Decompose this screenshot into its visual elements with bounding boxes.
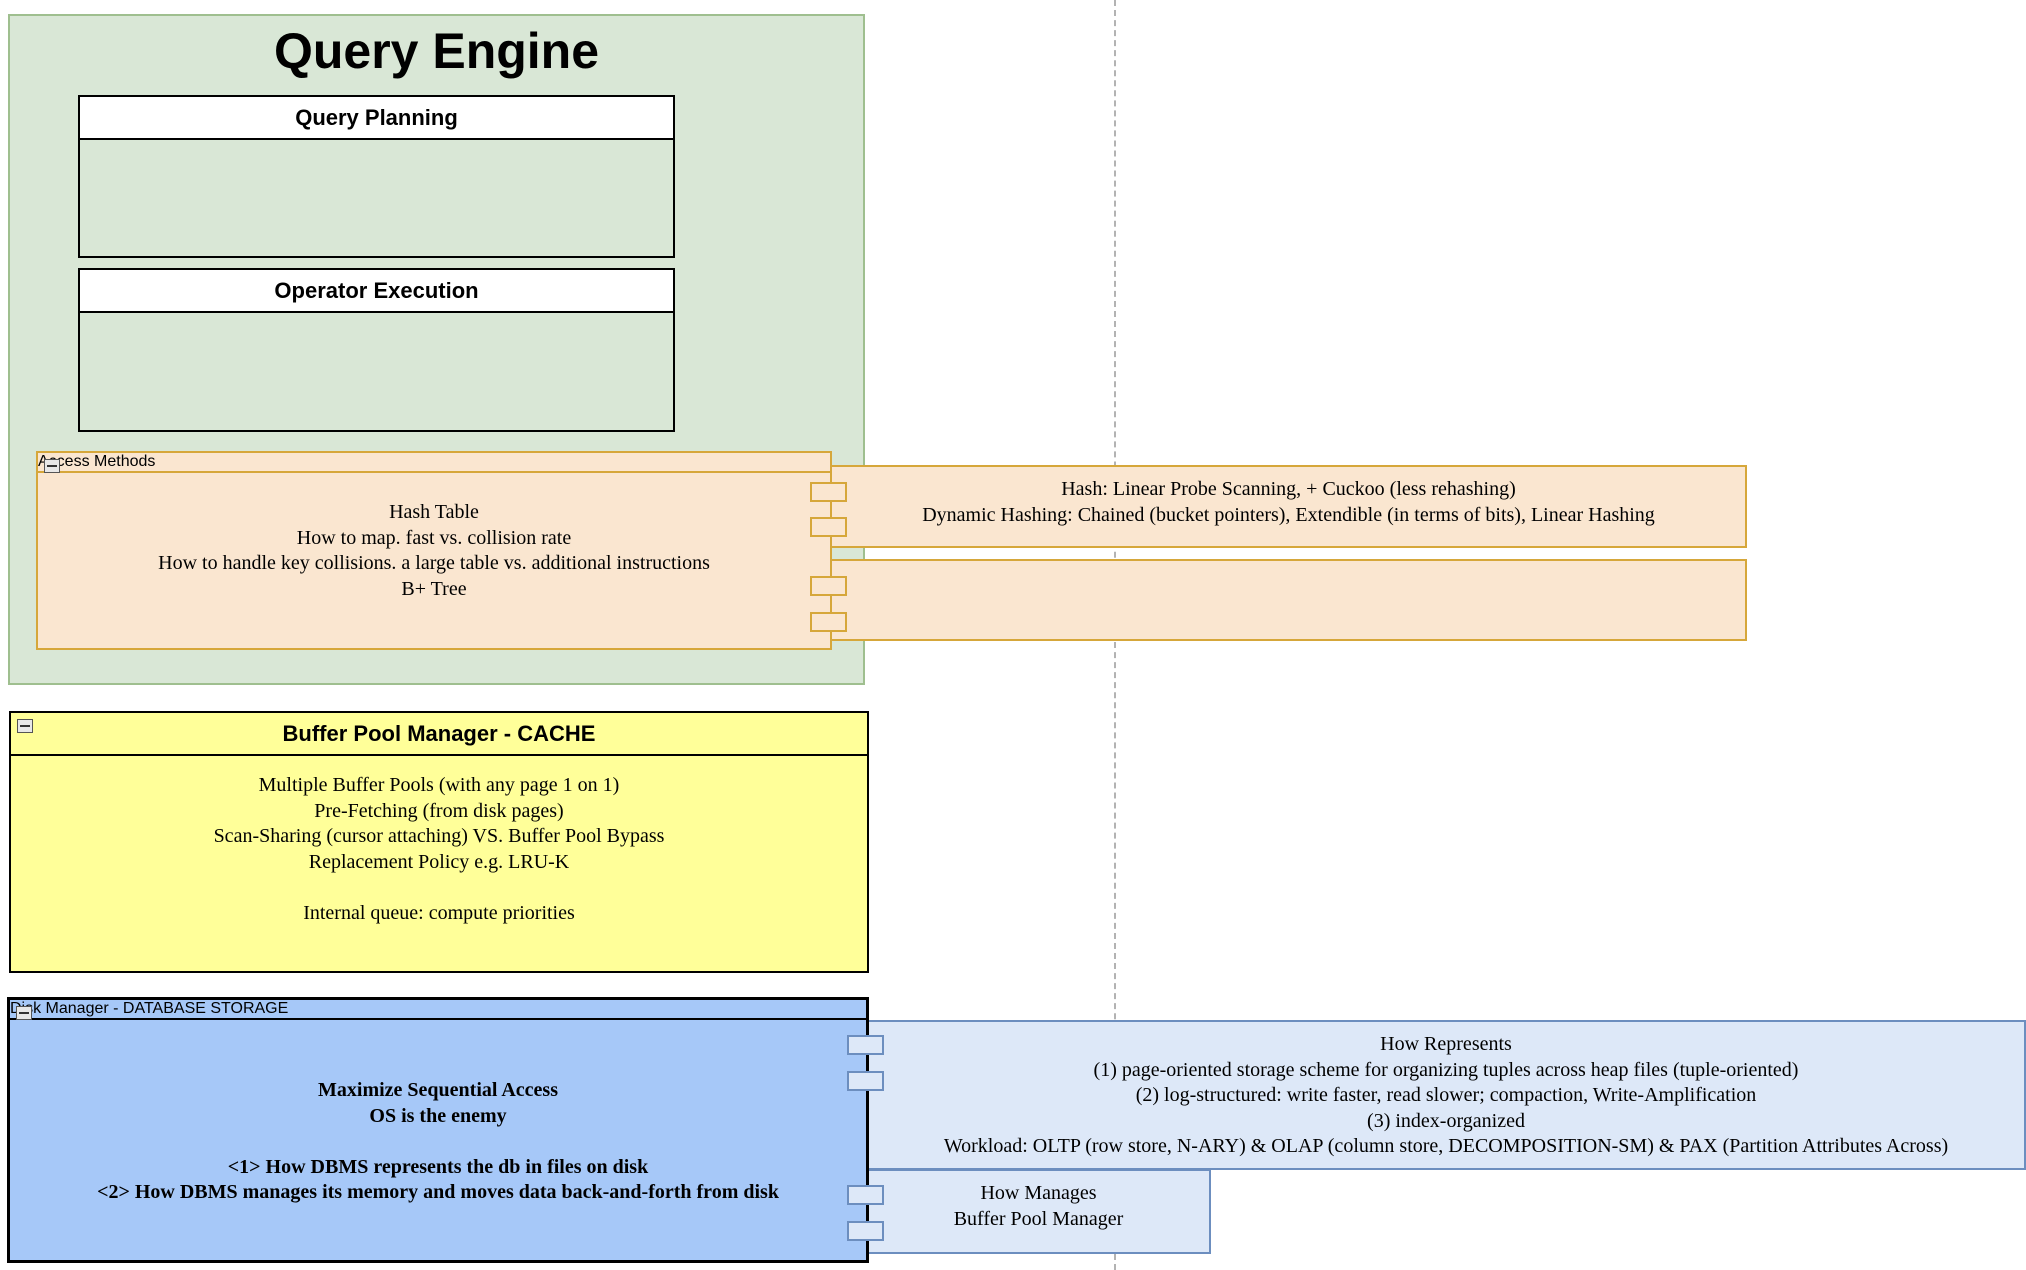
hashing-note-line: Dynamic Hashing: Chained (bucket pointer… [922,503,1655,526]
access-methods-line: How to map. fast vs. collision rate [296,526,572,549]
how-represents-line: (3) index-organized [1367,1109,1525,1132]
buffer-pool-line [11,875,867,901]
buffer-pool-line: Internal queue: compute priorities [303,901,575,924]
disk-manager-title: Disk Manager - DATABASE STORAGE [10,1000,866,1020]
access-methods-line: Hash Table [389,501,479,523]
component-port [810,517,847,537]
buffer-pool-title: Buffer Pool Manager - CACHE [11,713,867,756]
component-port [847,1035,884,1055]
collapse-icon[interactable] [17,719,33,733]
disk-manager-box[interactable]: Disk Manager - DATABASE STORAGE Maximize… [7,997,869,1263]
component-port [847,1221,884,1241]
disk-manager-line [10,1129,866,1155]
buffer-pool-line: Replacement Policy e.g. LRU-K [308,850,570,873]
how-manages-box[interactable]: How Manages Buffer Pool Manager [866,1169,1211,1254]
disk-manager-line: OS is the enemy [369,1104,507,1127]
component-port [810,576,847,596]
query-planning-box[interactable]: Query Planning [78,95,675,258]
component-port [847,1071,884,1091]
how-manages-line: Buffer Pool Manager [953,1207,1124,1230]
how-manages-line: How Manages [980,1182,1097,1204]
operator-execution-title: Operator Execution [80,270,673,313]
hashing-note-line: Hash: Linear Probe Scanning, + Cuckoo (l… [1061,478,1516,500]
collapse-icon[interactable] [16,1006,32,1020]
how-represents-line: Workload: OLTP (row store, N-ARY) & OLAP… [943,1135,1949,1157]
access-methods-line: B+ Tree [401,577,467,600]
how-represents-line: (2) log-structured: write faster, read s… [1135,1084,1757,1106]
buffer-pool-manager-box[interactable]: Buffer Pool Manager - CACHE Multiple Buf… [9,711,869,973]
component-port [810,612,847,632]
access-methods-box[interactable]: Access Methods Hash Table How to map. fa… [36,451,832,650]
how-represents-line: (1) page-oriented storage scheme for org… [1093,1058,1799,1081]
hashing-note-box[interactable]: Hash: Linear Probe Scanning, + Cuckoo (l… [830,465,1747,548]
disk-manager-line: Maximize Sequential Access [318,1079,558,1101]
bplus-tree-note-box[interactable] [830,559,1747,641]
collapse-icon[interactable] [44,459,60,473]
how-represents-box[interactable]: How Represents (1) page-oriented storage… [866,1020,2026,1170]
query-engine-title: Query Engine [273,23,600,79]
operator-execution-box[interactable]: Operator Execution [78,268,675,432]
component-port [810,482,847,502]
buffer-pool-line: Scan-Sharing (cursor attaching) VS. Buff… [213,825,665,847]
access-methods-line: How to handle key collisions. a large ta… [158,552,710,574]
how-represents-line: How Represents [1380,1033,1512,1055]
query-planning-title: Query Planning [80,97,673,140]
component-port [847,1185,884,1205]
disk-manager-line: <1> How DBMS represents the db in files … [227,1155,649,1178]
access-methods-title: Access Methods [38,453,830,473]
buffer-pool-line: Pre-Fetching (from disk pages) [314,799,564,822]
disk-manager-line: <2> How DBMS manages its memory and move… [97,1181,779,1203]
buffer-pool-line: Multiple Buffer Pools (with any page 1 o… [258,774,620,796]
